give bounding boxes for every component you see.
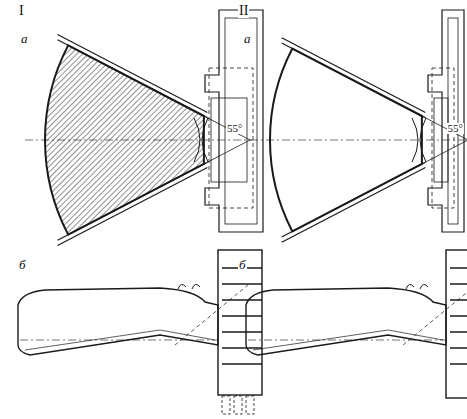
panel-number: II <box>238 4 249 18</box>
letter-label: б <box>238 258 247 271</box>
angle-label: 55° <box>226 123 243 134</box>
panel-number: I <box>18 4 25 18</box>
angle-label: 55° <box>447 123 464 134</box>
letter-label: б <box>18 258 27 271</box>
letter-label: а <box>243 32 252 45</box>
letter-label: а <box>20 32 29 45</box>
